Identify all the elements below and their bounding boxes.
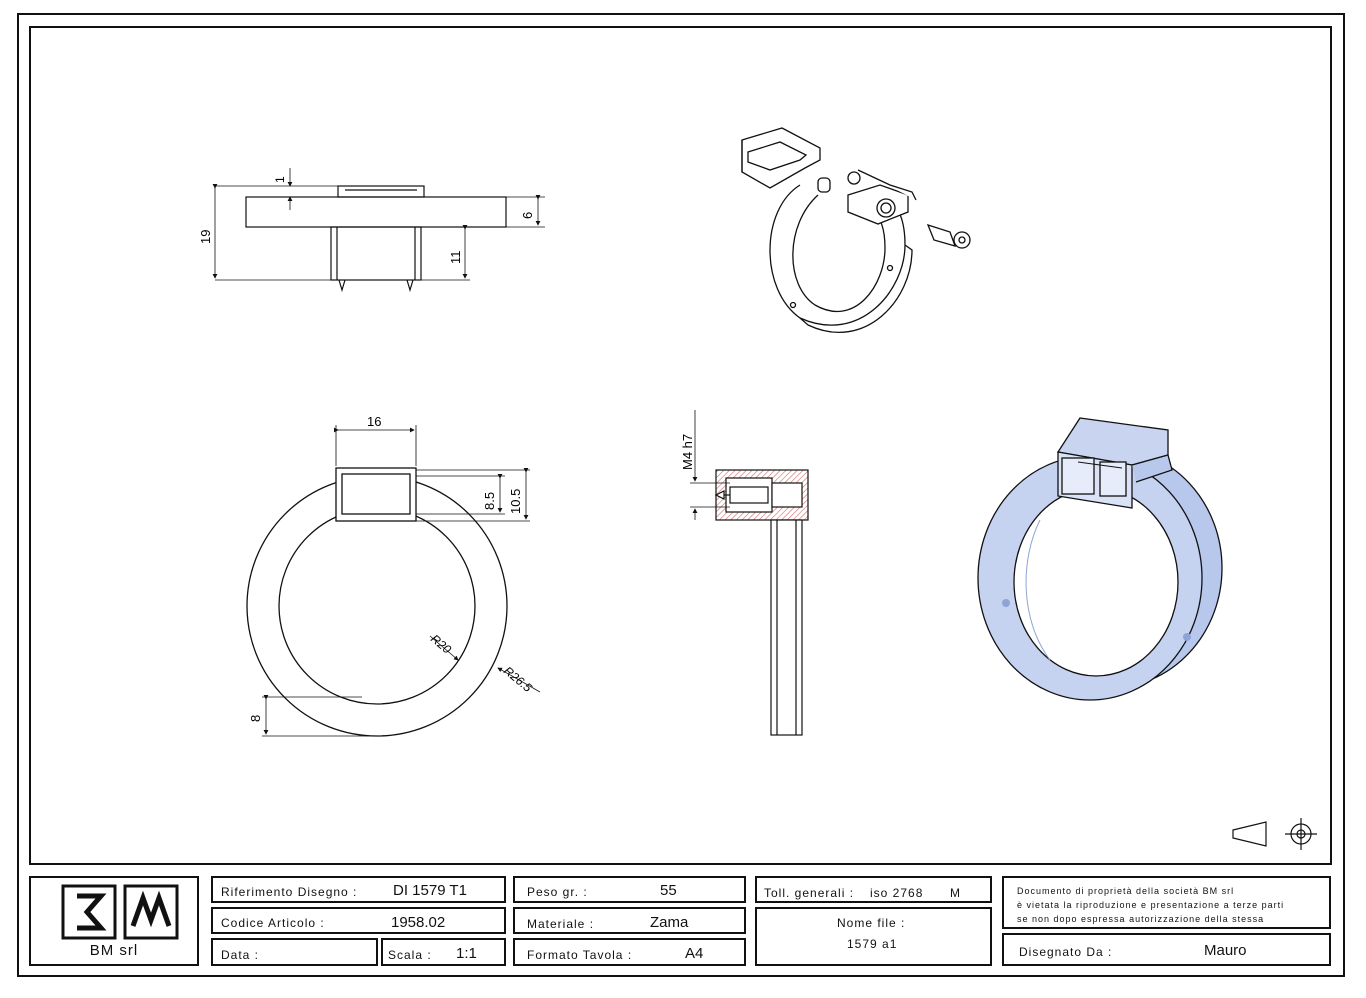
outer-border: [17, 13, 1345, 977]
nome-file-field: Nome file : 1579 a1: [755, 907, 992, 966]
scala-label: Scala :: [388, 948, 432, 962]
codice-value: 1958.02: [391, 914, 446, 931]
toll-class: M: [950, 886, 961, 900]
disegnato-value: Mauro: [1204, 942, 1247, 959]
exploded-view: [741, 127, 971, 333]
toll-label: Toll. generali :: [764, 886, 855, 900]
notice-line-3: se non dopo espressa autorizzazione dell…: [1017, 914, 1265, 924]
front-shank: [330, 226, 422, 281]
dim-plan-16: 16: [367, 414, 381, 429]
logo-box: BM srl: [29, 876, 199, 966]
riferimento-field: Riferimento Disegno : DI 1579 T1: [211, 876, 506, 903]
toll-value: iso 2768: [870, 886, 924, 900]
drawing-border: [29, 26, 1332, 865]
nome-file-label: Nome file :: [837, 916, 906, 930]
materiale-value: Zama: [650, 914, 689, 931]
dim-plan-8-5: 8.5: [482, 492, 497, 510]
dim-section-m4: M4 h7: [680, 434, 695, 470]
notice-line-1: Documento di proprietà della società BM …: [1017, 886, 1235, 896]
dim-front-1: 1: [273, 176, 287, 183]
dim-plan-8: 8: [248, 715, 263, 722]
scala-value: 1:1: [456, 945, 477, 962]
tolleranze-field: Toll. generali : iso 2768 M: [755, 876, 992, 903]
dim-front-6: 6: [520, 212, 535, 219]
dim-front-11: 11: [448, 251, 463, 265]
front-view: [212, 168, 545, 293]
front-base-plate: [245, 196, 507, 228]
ownership-notice: Documento di proprietà della società BM …: [1002, 876, 1331, 929]
codice-field: Codice Articolo : 1958.02: [211, 907, 506, 934]
ring-inner-circle: [278, 507, 476, 705]
peso-value: 55: [660, 882, 677, 899]
data-field: Data :: [211, 938, 378, 966]
section-view: [690, 410, 809, 736]
scala-field: Scala : 1:1: [381, 938, 506, 966]
riferimento-label: Riferimento Disegno :: [221, 885, 358, 899]
shaded-iso-view: [977, 417, 1223, 701]
dim-plan-r26-5: R26.5: [501, 664, 535, 696]
front-top-boss: [337, 185, 425, 198]
formato-value: A4: [685, 945, 704, 962]
company-name: BM srl: [89, 942, 139, 959]
formato-field: Formato Tavola : A4: [513, 938, 746, 966]
disegnato-field: Disegnato Da : Mauro: [1002, 933, 1331, 966]
codice-label: Codice Articolo :: [221, 916, 325, 930]
formato-label: Formato Tavola :: [527, 948, 633, 962]
disegnato-label: Disegnato Da :: [1019, 945, 1113, 959]
plan-boss-outer: [335, 467, 417, 522]
bm-logo: [61, 884, 179, 940]
dim-plan-10-5: 10.5: [508, 489, 523, 514]
peso-label: Peso gr. :: [527, 885, 588, 899]
notice-line-2: è vietata la riproduzione e presentazion…: [1017, 900, 1285, 910]
plan-view: [246, 425, 541, 737]
peso-field: Peso gr. : 55: [513, 876, 746, 903]
materiale-field: Materiale : Zama: [513, 907, 746, 934]
data-label: Data :: [221, 948, 260, 962]
materiale-label: Materiale :: [527, 917, 595, 931]
projection-symbol: [1232, 818, 1317, 850]
nome-file-value: 1579 a1: [847, 937, 898, 951]
plan-boss-inner: [341, 473, 411, 515]
section-shank: [770, 519, 803, 736]
dim-front-19: 19: [198, 230, 213, 244]
riferimento-value: DI 1579 T1: [393, 882, 467, 899]
